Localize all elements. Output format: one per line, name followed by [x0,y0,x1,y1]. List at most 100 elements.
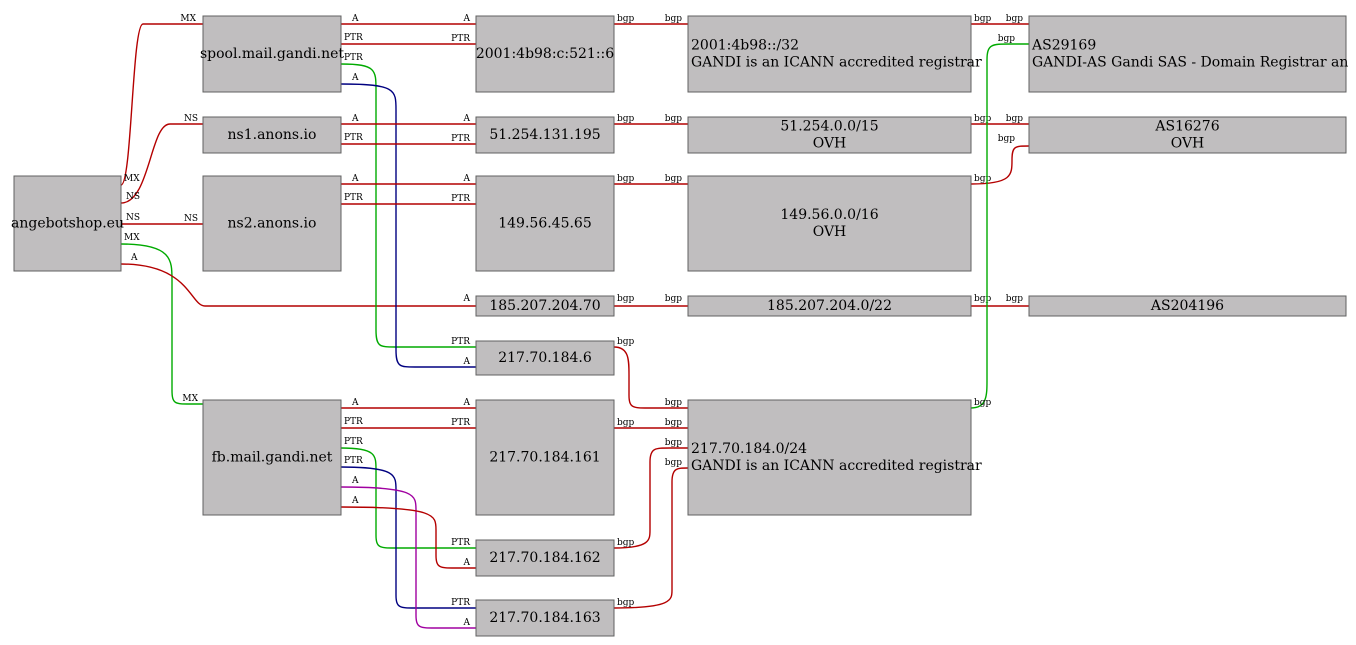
edge-e32: bgp bgp [970,34,1029,409]
node-ip2176[interactable]: 217.70.184.6 [475,340,615,376]
node-box [475,15,615,93]
node-label: 217.70.184.6 [498,350,592,366]
edge-label: bgp [617,418,635,428]
node-label: ns2.anons.io [228,216,317,232]
edge-line [120,23,203,186]
node-ip217162[interactable]: 217.70.184.162 [475,539,615,577]
node-label: AS204196 [1150,298,1224,314]
node-ip217161[interactable]: 217.70.184.161 [475,399,615,516]
edge-line [970,43,1029,409]
edge-label: A [463,174,471,184]
edge-e5: AA [120,253,476,307]
node-label: 2001:4b98::/32 [691,38,799,54]
node-label: spool.mail.gandi.net [200,46,344,62]
node-label: 217.70.184.163 [489,610,600,626]
node-box [202,175,342,272]
edge-label: bgp [665,114,683,124]
node-ip6[interactable]: 2001:4b98:c:521::6 [475,15,615,93]
edge-label: bgp [1006,14,1024,24]
node-label: GANDI is an ICANN accredited registrar [691,458,982,474]
edge-label: PTR [451,134,470,144]
node-box [202,116,342,154]
edge-label: A [351,114,359,124]
edge-label: MX [124,174,140,184]
edge-label: bgp [617,598,635,608]
node-label: OVH [813,224,847,240]
node-label: GANDI-AS Gandi SAS - Domain Registrar an [1032,55,1348,71]
edge-line [613,346,688,409]
node-label: angebotshop.eu [11,216,124,232]
node-ip185[interactable]: 185.207.204.70 [475,295,615,317]
edge-line [970,145,1030,185]
edge-label: bgp [617,337,635,347]
edge-label: A [351,73,359,83]
node-ns1[interactable]: ns1.anons.io [202,116,342,154]
edge-label: bgp [665,174,683,184]
edge-label: bgp [998,34,1016,44]
edge-label: bgp [617,174,635,184]
edge-e1: MX MX [120,14,203,186]
node-fbmail[interactable]: fb.mail.gandi.net [202,399,342,516]
node-label: 149.56.0.0/16 [780,207,878,223]
edge-line [613,467,689,609]
edge-label: bgp [665,398,683,408]
edge-label: bgp [665,418,683,428]
edge-label: A [351,14,359,24]
node-box [1028,295,1347,317]
node-ip217163[interactable]: 217.70.184.163 [475,599,615,637]
edge-line [340,83,476,368]
edge-e23: bgp bgp [614,294,688,307]
edge-label: bgp [617,14,635,24]
node-ip149[interactable]: 149.56.45.65 [475,175,615,272]
node-box [475,399,615,516]
edge-label: bgp [617,538,635,548]
edge-label: bgp [665,294,683,304]
node-box [475,295,615,317]
edge-label: bgp [1006,114,1024,124]
node-angebotshop[interactable]: angebotshop.eu [11,175,124,272]
edge-label: bgp [617,294,635,304]
node-label: 217.70.184.0/24 [691,441,807,457]
node-spool[interactable]: spool.mail.gandi.net [200,15,344,93]
node-label: GANDI is an ICANN accredited registrar [691,55,982,71]
edge-label: A [463,14,471,24]
node-label: OVH [1171,136,1205,152]
edge-e6: AA [341,14,476,25]
node-ns2[interactable]: ns2.anons.io [202,175,342,272]
node-box [1028,116,1347,154]
node-label: 217.70.184.161 [489,450,600,466]
edge-label: PTR [344,33,363,43]
edges-layer: MXMXNSNSNSNSMXMXAAAAPTRPTRPTRPTRAAAAPTRP… [120,14,1030,629]
edge-label: MX [180,14,196,24]
node-label: AS16276 [1154,119,1219,135]
edge-e12: AA [341,174,476,185]
edge-label: bgp [974,174,992,184]
node-box [475,539,615,577]
node-label: OVH [813,136,847,152]
edge-label: PTR [451,194,470,204]
edge-label: PTR [451,598,470,608]
node-box [475,175,615,272]
edge-label: PTR [451,34,470,44]
node-pfx185[interactable]: 185.207.204.0/22 [687,295,972,317]
node-box [687,399,972,516]
node-as204196[interactable]: AS204196 [1028,295,1347,317]
node-ip51[interactable]: 51.254.131.195 [475,116,615,154]
edge-label: A [463,114,471,124]
